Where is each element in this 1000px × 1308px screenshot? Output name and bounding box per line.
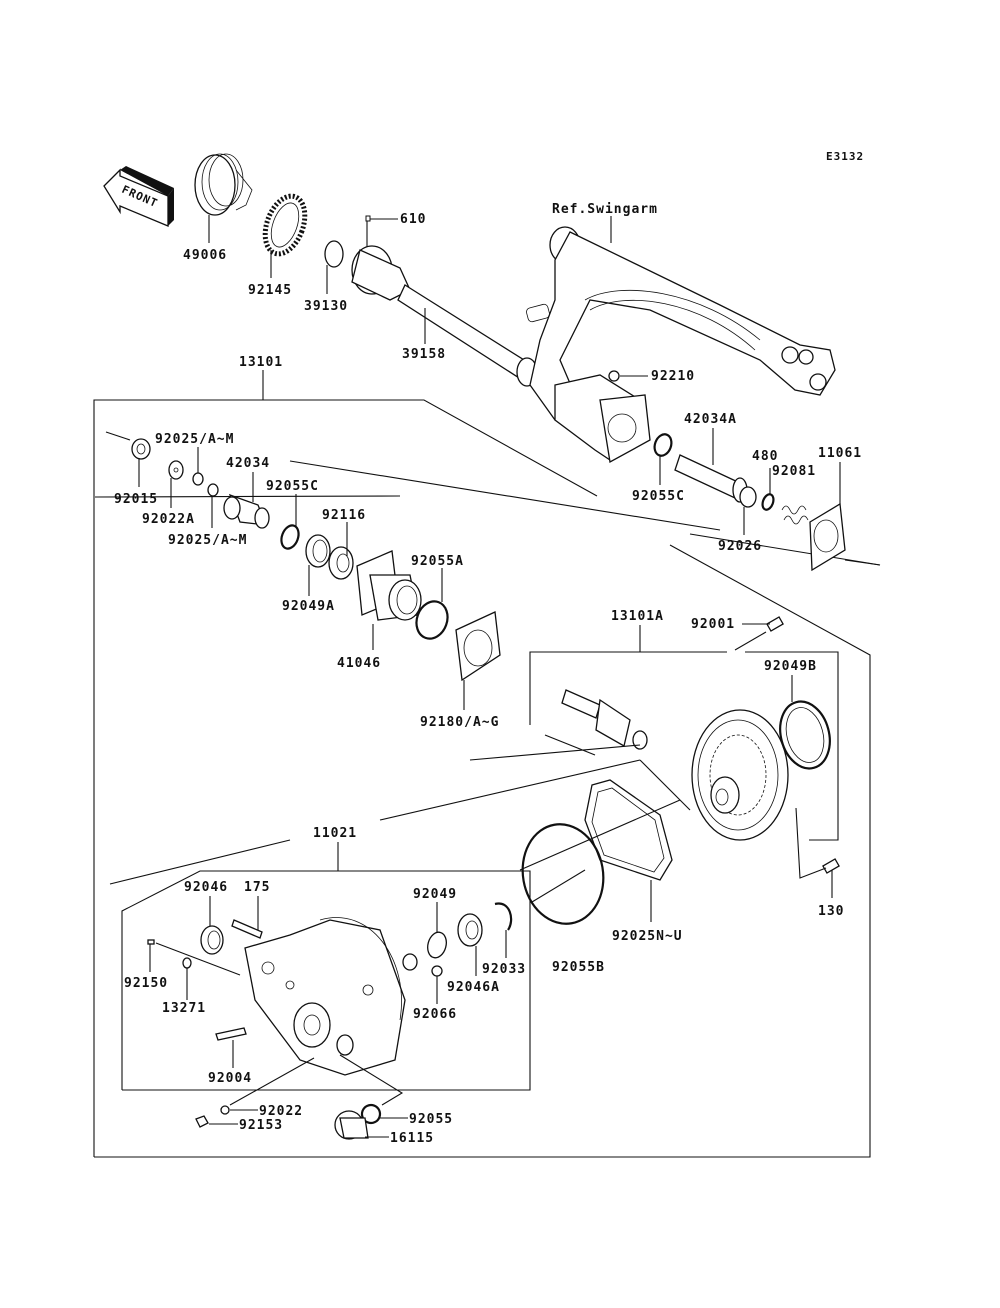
label-480: 480 xyxy=(752,449,778,464)
part-92055-oring[interactable] xyxy=(339,1054,408,1126)
part-92046A-bearing[interactable] xyxy=(457,913,483,976)
label-92055C-b: 92055C xyxy=(632,489,685,504)
label-11061: 11061 xyxy=(818,446,862,461)
label-92049: 92049 xyxy=(413,887,457,902)
label-92001: 92001 xyxy=(691,617,735,632)
part-13271-washer[interactable] xyxy=(182,957,192,1000)
part-42034A-sleeve[interactable] xyxy=(674,428,748,503)
part-92025NU-gasket[interactable] xyxy=(584,779,673,922)
label-92055: 92055 xyxy=(409,1112,453,1127)
part-92004-stud[interactable] xyxy=(215,1027,247,1068)
assembly-13101-box xyxy=(93,370,871,1158)
label-92180: 92180/A~G xyxy=(420,715,499,730)
label-92049A: 92049A xyxy=(282,599,335,614)
part-92026-washer[interactable] xyxy=(739,486,757,535)
label-92145: 92145 xyxy=(248,283,292,298)
part-11061-cover[interactable] xyxy=(809,462,881,572)
part-175-stud[interactable] xyxy=(231,896,263,939)
part-92055B-oring[interactable] xyxy=(515,818,611,930)
part-92025-shim-b[interactable] xyxy=(207,483,219,528)
label-92046: 92046 xyxy=(184,880,228,895)
part-39158-driveshaft[interactable] xyxy=(351,245,541,387)
part-92153-bolt[interactable] xyxy=(195,1115,238,1128)
label-92116: 92116 xyxy=(322,508,366,523)
label-92153: 92153 xyxy=(239,1118,283,1133)
part-92055C-oring-b[interactable] xyxy=(652,432,675,485)
label-92025NU: 92025N~U xyxy=(612,929,683,944)
label-39158: 39158 xyxy=(402,347,446,362)
label-92026: 92026 xyxy=(718,539,762,554)
part-39130-ring[interactable] xyxy=(324,240,344,294)
part-41046-housing[interactable] xyxy=(356,550,422,650)
part-final-drive-case[interactable] xyxy=(244,917,406,1076)
label-92150: 92150 xyxy=(124,976,168,991)
part-92055A-oring[interactable] xyxy=(411,568,452,643)
part-92049-seal[interactable] xyxy=(425,902,449,960)
label-92055C-a: 92055C xyxy=(266,479,319,494)
label-13271: 13271 xyxy=(162,1001,206,1016)
label-92055B: 92055B xyxy=(552,960,605,975)
label-16115: 16115 xyxy=(390,1131,434,1146)
part-92049A-seal[interactable] xyxy=(305,534,331,596)
label-ref-swingarm: Ref.Swingarm xyxy=(552,202,658,217)
label-41046: 41046 xyxy=(337,656,381,671)
assembly-11021-bracket xyxy=(109,839,531,1091)
label-42034: 42034 xyxy=(226,456,270,471)
part-42034-coupling[interactable] xyxy=(223,472,270,529)
part-92015-nut[interactable] xyxy=(131,438,151,487)
part-92081-spring[interactable] xyxy=(781,505,809,525)
part-92001-bolt[interactable] xyxy=(734,616,784,651)
label-92004: 92004 xyxy=(208,1071,252,1086)
part-49006-boot[interactable] xyxy=(194,153,253,243)
part-92022A-washer[interactable] xyxy=(168,460,184,508)
label-92049B: 92049B xyxy=(764,659,817,674)
label-92055A: 92055A xyxy=(411,554,464,569)
label-11021: 11021 xyxy=(313,826,357,841)
part-92055C-oring-a[interactable] xyxy=(278,494,301,551)
label-92033: 92033 xyxy=(482,962,526,977)
part-92046-bearing[interactable] xyxy=(200,896,224,955)
part-ring-gear[interactable] xyxy=(691,709,789,841)
label-175: 175 xyxy=(244,880,270,895)
part-480-circlip[interactable] xyxy=(761,468,776,511)
part-92150-bolt[interactable] xyxy=(147,939,241,976)
label-130: 130 xyxy=(818,904,844,919)
label-92022A: 92022A xyxy=(142,512,195,527)
label-92210: 92210 xyxy=(651,369,695,384)
label-92025-b: 92025/A~M xyxy=(168,533,247,548)
label-92046A: 92046A xyxy=(447,980,500,995)
label-49006: 49006 xyxy=(183,248,227,263)
part-92066-plug[interactable] xyxy=(402,953,443,1004)
label-42034A: 42034A xyxy=(684,412,737,427)
part-16115-plug[interactable] xyxy=(334,1110,389,1140)
part-92049B-seal[interactable] xyxy=(773,675,837,774)
swingarm-reference[interactable] xyxy=(526,216,836,441)
front-arrow-icon: FRONT xyxy=(103,166,174,227)
part-92022-washer[interactable] xyxy=(220,1057,315,1115)
label-13101: 13101 xyxy=(239,355,283,370)
label-92022: 92022 xyxy=(259,1104,303,1119)
label-13101A: 13101A xyxy=(611,609,664,624)
part-92180-gasket[interactable] xyxy=(455,611,501,710)
label-92081: 92081 xyxy=(772,464,816,479)
label-39130: 39130 xyxy=(304,299,348,314)
part-130-bolt[interactable] xyxy=(795,807,840,898)
label-92015: 92015 xyxy=(114,492,158,507)
assembly-13101A-bracket xyxy=(529,625,839,841)
part-92145-clamp[interactable] xyxy=(258,191,312,278)
diagram-code: E3132 xyxy=(826,150,864,163)
part-housing-flange[interactable] xyxy=(554,370,651,464)
part-pinion-gear[interactable] xyxy=(544,689,648,756)
label-92025-a: 92025/A~M xyxy=(155,432,234,447)
label-610: 610 xyxy=(400,212,426,227)
label-92066: 92066 xyxy=(413,1007,457,1022)
part-92025-shim-a[interactable] xyxy=(192,447,204,486)
part-92033-circlip[interactable] xyxy=(494,902,513,958)
part-92116-bearing[interactable] xyxy=(328,522,354,580)
